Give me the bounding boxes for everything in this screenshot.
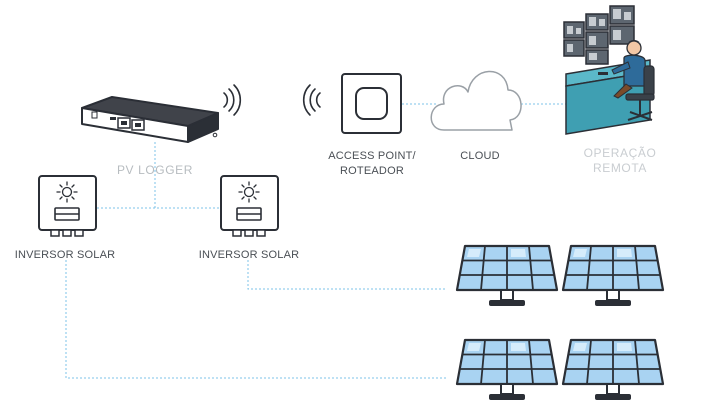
inverter-right-label: INVERSOR SOLAR: [198, 249, 300, 261]
access-point-label: ACCESS POINT/ ROTEADOR: [312, 149, 432, 179]
solar-inverter-icon: [220, 175, 279, 237]
link-inverter-left-panels: [65, 260, 446, 379]
solar-panel-icon: [561, 244, 665, 308]
solar-array: [455, 244, 665, 402]
wifi-signal-icon: [223, 84, 242, 116]
cloud-label: CLOUD: [460, 150, 500, 162]
inverter-left-label: INVERSOR SOLAR: [14, 249, 116, 261]
cloud-icon: [430, 70, 522, 131]
wifi-signal-icon: [302, 84, 321, 116]
link-inverter-right-panels: [247, 260, 446, 290]
sun-icon: [238, 181, 260, 203]
sun-icon: [56, 181, 78, 203]
solar-panel-icon: [455, 244, 559, 308]
solar-panel-icon: [455, 338, 559, 402]
access-point-icon: [341, 73, 402, 134]
remote-operation-label: OPERAÇÃO REMOTA: [570, 146, 670, 176]
remote-operator-icon: [563, 5, 655, 135]
remote-operation-label-line1: OPERAÇÃO: [583, 146, 657, 160]
access-point-label-line2: ROTEADOR: [340, 165, 404, 177]
pv-logger-label: PV LOGGER: [116, 163, 194, 177]
solar-panel-icon: [561, 338, 665, 402]
pv-logger-icon: [81, 96, 219, 143]
connection-lines: [65, 103, 566, 379]
remote-operation-label-line2: REMOTA: [592, 161, 648, 175]
access-point-label-line1: ACCESS POINT/: [328, 150, 416, 162]
solar-inverter-icon: [38, 175, 97, 237]
